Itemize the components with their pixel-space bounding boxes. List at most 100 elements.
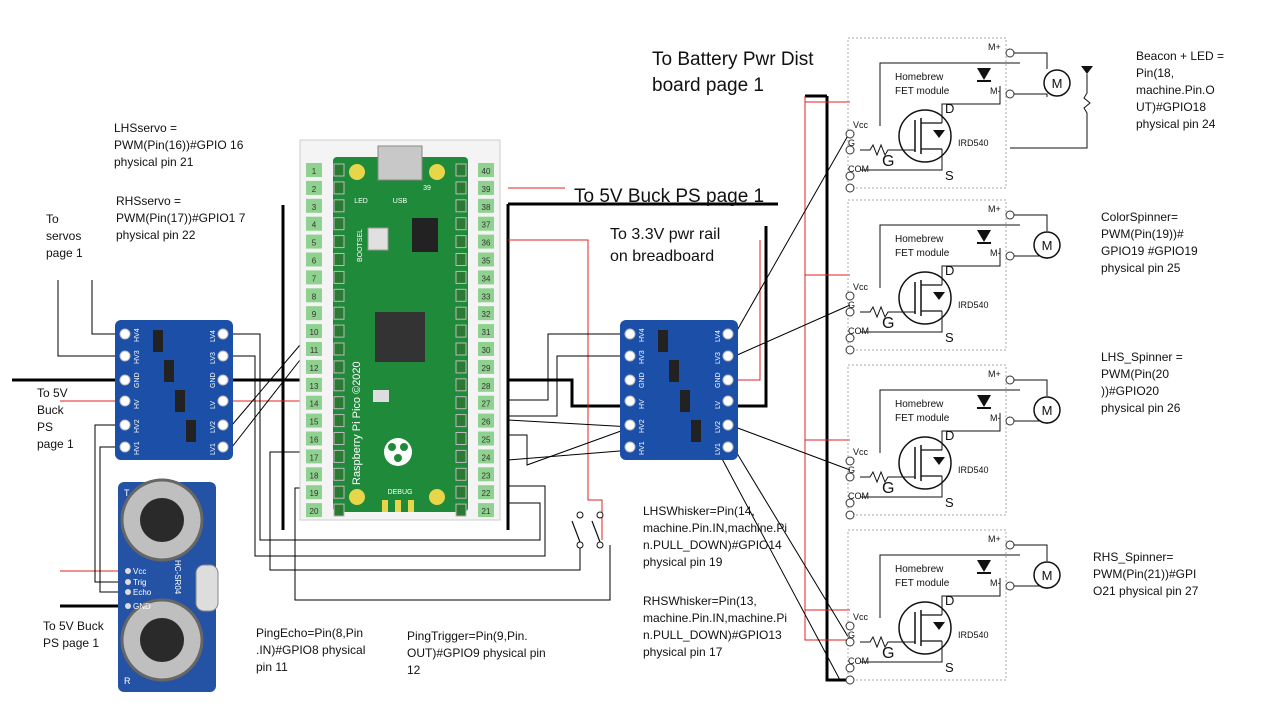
fet-title-2: FET module bbox=[895, 248, 950, 259]
shifter-hv-label: HV1 bbox=[639, 441, 646, 455]
com-label: COM bbox=[848, 656, 869, 666]
servo-wire-1 bbox=[57, 280, 118, 357]
mplus-label: M+ bbox=[988, 204, 1001, 214]
gate-resistor-icon bbox=[860, 143, 915, 157]
left-pad bbox=[333, 449, 345, 463]
left-pad bbox=[333, 306, 345, 320]
right-pad bbox=[455, 235, 467, 249]
shifter-fet bbox=[658, 330, 668, 352]
switch-contact bbox=[596, 511, 604, 519]
left-pin-number: 11 bbox=[310, 346, 319, 355]
motor-wire bbox=[1014, 544, 1048, 561]
right-pin bbox=[478, 503, 494, 518]
terminal bbox=[845, 663, 855, 673]
right-pad bbox=[455, 449, 467, 463]
left-pin bbox=[306, 306, 322, 321]
left-pin-number: 3 bbox=[312, 203, 317, 212]
raspberry-logo-dot bbox=[394, 454, 402, 462]
drain-trace bbox=[941, 413, 1001, 450]
right-pin bbox=[478, 306, 494, 321]
terminal bbox=[845, 345, 855, 355]
trig-shift bbox=[231, 359, 301, 448]
terminal bbox=[845, 498, 855, 508]
terminal bbox=[845, 291, 855, 301]
left-pin bbox=[306, 359, 322, 374]
gate-color bbox=[734, 304, 851, 357]
left-pin-number: 1 bbox=[312, 167, 317, 176]
switch-contact bbox=[576, 511, 584, 519]
shifter-pcb bbox=[115, 320, 233, 460]
terminal-mplus bbox=[1005, 48, 1015, 58]
right-pad bbox=[455, 378, 467, 392]
left-pin bbox=[306, 413, 322, 428]
shifter-pad bbox=[722, 328, 734, 340]
ping-trigger-label: PingTrigger=Pin(9,Pin. OUT)#GPIO9 physic… bbox=[407, 629, 546, 677]
right-pin-number: 38 bbox=[482, 203, 491, 212]
vcc-label: Vcc bbox=[853, 282, 869, 292]
right-pin-number: 24 bbox=[482, 453, 491, 462]
to-buck-left-label: To 5V Buck PS page 1 bbox=[37, 386, 74, 451]
shifter-pad bbox=[624, 374, 636, 386]
right-pin bbox=[478, 180, 494, 195]
d-label: D bbox=[945, 101, 954, 116]
shifter-pad bbox=[624, 350, 636, 362]
sensor-r-label: R bbox=[124, 676, 131, 686]
motor-label: M bbox=[1042, 238, 1053, 253]
right-pad bbox=[455, 414, 467, 428]
shifter-fet bbox=[186, 420, 196, 442]
left-pad bbox=[333, 360, 345, 374]
right-pin-number: 30 bbox=[482, 346, 491, 355]
left-pin bbox=[306, 395, 322, 410]
g-large-label: G bbox=[882, 480, 894, 497]
rp2040-chip bbox=[375, 312, 425, 362]
regulator bbox=[373, 390, 389, 402]
source-trace bbox=[860, 149, 943, 171]
shifter-pad bbox=[119, 419, 131, 431]
left-pin-number: 14 bbox=[310, 400, 319, 409]
trig-wire bbox=[99, 446, 128, 593]
gnd-wire-rail33 bbox=[735, 226, 768, 408]
shifter-pad bbox=[722, 419, 734, 431]
sensor-pin-label: Vcc bbox=[133, 567, 146, 576]
shifter-pad bbox=[119, 328, 131, 340]
motor-wire bbox=[1014, 93, 1048, 97]
fet-title-1: Homebrew bbox=[895, 72, 944, 83]
chip-label: IRD540 bbox=[958, 138, 989, 148]
shifter-pad bbox=[217, 328, 229, 340]
right-pad bbox=[455, 360, 467, 374]
battery-red bbox=[804, 96, 850, 641]
raspberry-logo-dot bbox=[388, 443, 396, 451]
sensor-pin-label: Echo bbox=[133, 588, 152, 597]
com-label: COM bbox=[848, 326, 869, 336]
fet-module-border bbox=[847, 529, 1007, 681]
rhs-servo-label: RHSservo = PWM(Pin(17))#GPIO1 7 physical… bbox=[116, 194, 246, 242]
left-pad bbox=[333, 324, 345, 338]
vcc-trace bbox=[879, 62, 1020, 126]
g-large-label: G bbox=[882, 315, 894, 332]
mosfet-symbol-icon bbox=[898, 271, 952, 325]
left-pin bbox=[306, 288, 322, 303]
left-pad bbox=[333, 235, 345, 249]
right-pin bbox=[478, 395, 494, 410]
left-pin bbox=[306, 270, 322, 285]
gate-beacon bbox=[734, 131, 851, 335]
fet-title-1: Homebrew bbox=[895, 234, 944, 245]
left-pad bbox=[333, 342, 345, 356]
d-label: D bbox=[945, 428, 954, 443]
shifter-lv-label: GND bbox=[715, 372, 722, 388]
shifter-pad bbox=[722, 374, 734, 386]
left-pin bbox=[306, 377, 322, 392]
motor-icon bbox=[1043, 69, 1071, 97]
right-pin bbox=[478, 324, 494, 339]
mosfet-symbol-icon bbox=[898, 601, 952, 655]
shifter-pad bbox=[217, 441, 229, 453]
rhs-spinner-label: RHS_Spinner= PWM(Pin(21))#GPI O21 physic… bbox=[1093, 550, 1199, 598]
shift-c bbox=[508, 426, 633, 466]
left-pad bbox=[333, 288, 345, 302]
chip-label: IRD540 bbox=[958, 300, 989, 310]
left-pin-number: 12 bbox=[310, 364, 319, 373]
shifter-hv-label: HV4 bbox=[639, 328, 646, 342]
fet-title-1: Homebrew bbox=[895, 399, 944, 410]
